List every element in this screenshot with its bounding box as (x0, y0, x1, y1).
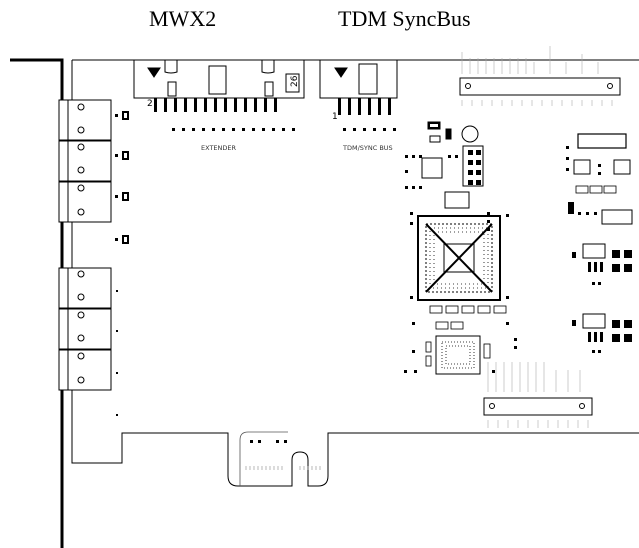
tdm-pin-1-label: 1 (332, 112, 338, 122)
mwx2-header-connector (133, 59, 305, 99)
main-bga-processor (417, 215, 501, 301)
bottom-right-header (483, 397, 593, 416)
tdm-syncbus-connector-label: TDM SyncBus (338, 6, 471, 31)
right-side-components (568, 133, 633, 329)
misc-small-pads (404, 322, 517, 373)
resistor-row-under-bga (429, 305, 507, 314)
pad-cluster-center (405, 150, 490, 231)
top-right-header-pin-labels (461, 46, 613, 106)
mwx2-pin-2-label: 2 (147, 99, 153, 109)
led-indicators (115, 111, 129, 416)
mwx2-connector-label: MWX2 (149, 6, 217, 31)
tdm-pad-row (343, 128, 396, 131)
mwx2-pins (154, 98, 277, 112)
mwx2-pin-26-label: 26 (290, 75, 300, 87)
bottom-right-header-pin-labels (487, 362, 589, 428)
right-side-pads (566, 146, 632, 353)
extender-silkscreen-label: EXTENDER (201, 144, 236, 152)
mounting-bracket (10, 58, 64, 548)
top-right-header (459, 77, 621, 96)
tdm-syncbus-header-connector (319, 59, 398, 99)
tdm-pins (338, 98, 391, 115)
oscillator-and-small-parts (421, 121, 484, 209)
rj-jack-group (58, 99, 112, 391)
bga-surround-pads (410, 212, 509, 299)
secondary-bga-chip (425, 321, 491, 375)
board-outline (71, 59, 639, 487)
mwx2-pad-row (172, 128, 295, 131)
edge-connector-fingers (245, 440, 321, 470)
tdm-sync-bus-silkscreen-label: TDM/SYNC BUS (342, 144, 393, 152)
